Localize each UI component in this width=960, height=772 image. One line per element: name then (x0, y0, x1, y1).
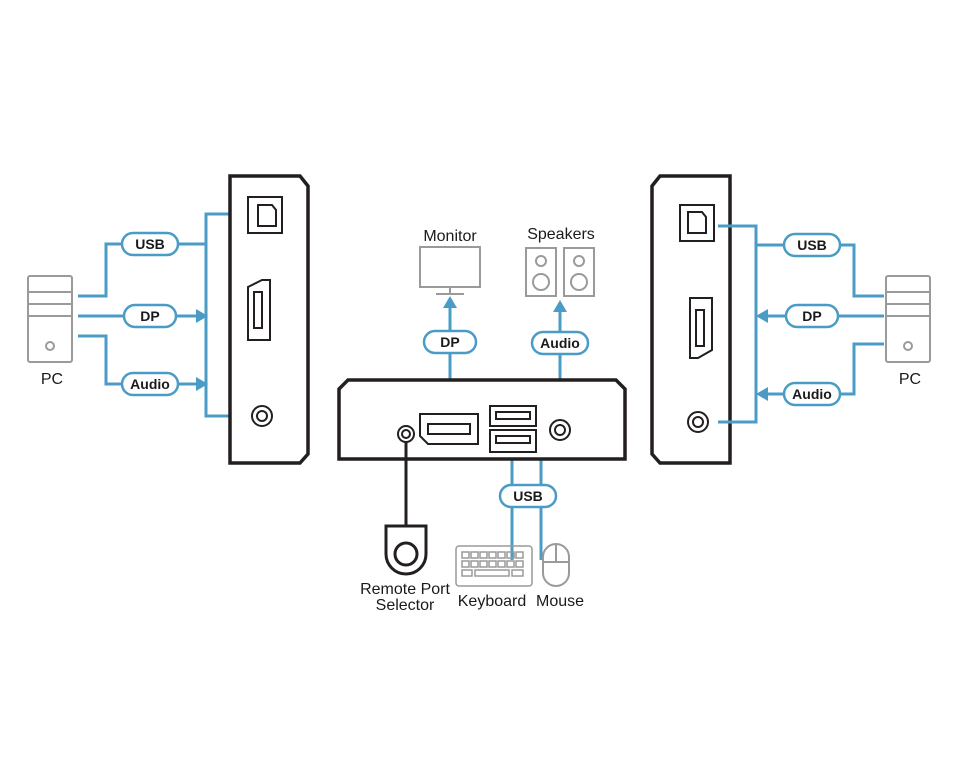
left-dp-pill: DP (122, 303, 178, 329)
left-audio-pill: Audio (120, 371, 180, 397)
mouse-label: Mouse (536, 593, 584, 610)
remote-label-line2: Selector (376, 597, 435, 614)
right-dp-pill: DP (784, 303, 840, 329)
right-pc-tower-icon (885, 275, 931, 363)
right-pc: PC (885, 275, 931, 388)
right-cable-arrows (756, 309, 768, 401)
right-audio-pill-label: Audio (792, 386, 832, 402)
monitor-dp-pill-label: DP (440, 334, 459, 350)
remote-selector-icon (384, 524, 428, 576)
speakers-audio-pill-label: Audio (540, 335, 580, 351)
right-usb-pill: USB (782, 232, 842, 258)
monitor: Monitor (419, 228, 481, 295)
mouse-icon (542, 543, 570, 587)
monitor-label: Monitor (423, 228, 477, 245)
left-cable-arrows (196, 309, 208, 391)
left-displayport-icon (247, 279, 271, 341)
left-pc-tower-icon (27, 275, 73, 363)
left-usb-b-port-icon (247, 196, 283, 234)
mouse: Mouse (536, 543, 584, 610)
remote-port-selector: Remote Port Selector (360, 442, 450, 614)
right-audio-jack-icon (687, 411, 709, 433)
monitor-dp-pill: DP (422, 329, 478, 355)
keyboard-label: Keyboard (458, 593, 527, 610)
left-usb-pill: USB (120, 231, 180, 257)
left-audio-pill-label: Audio (130, 376, 170, 392)
keyboard-icon (455, 545, 533, 587)
console-displayport-icon (419, 413, 479, 445)
center-kvm-console (337, 378, 627, 461)
right-kvm-panel (650, 174, 732, 465)
center-cable-arrows (443, 296, 567, 312)
right-displayport-icon (689, 297, 713, 359)
left-pc: PC (27, 275, 73, 388)
monitor-icon (419, 246, 481, 295)
right-usb-b-port-icon (679, 204, 715, 242)
console-usb-ports-icon (489, 405, 537, 453)
left-audio-jack-icon (251, 405, 273, 427)
keyboard: Keyboard (455, 545, 533, 610)
right-usb-pill-label: USB (797, 237, 827, 253)
right-audio-pill: Audio (782, 381, 842, 407)
left-dp-pill-label: DP (140, 308, 159, 324)
right-pc-label: PC (899, 371, 921, 388)
speakers-icon (525, 247, 595, 297)
remote-label-line1: Remote Port (360, 581, 450, 598)
console-audio-jack-icon (549, 419, 571, 441)
speakers: Speakers (525, 226, 595, 297)
console-usb-pill: USB (498, 483, 558, 509)
left-kvm-panel (228, 174, 310, 465)
right-dp-pill-label: DP (802, 308, 821, 324)
speakers-audio-pill: Audio (530, 330, 590, 356)
console-usb-pill-label: USB (513, 488, 543, 504)
left-usb-pill-label: USB (135, 236, 165, 252)
left-pc-label: PC (41, 371, 63, 388)
speakers-label: Speakers (527, 226, 595, 243)
